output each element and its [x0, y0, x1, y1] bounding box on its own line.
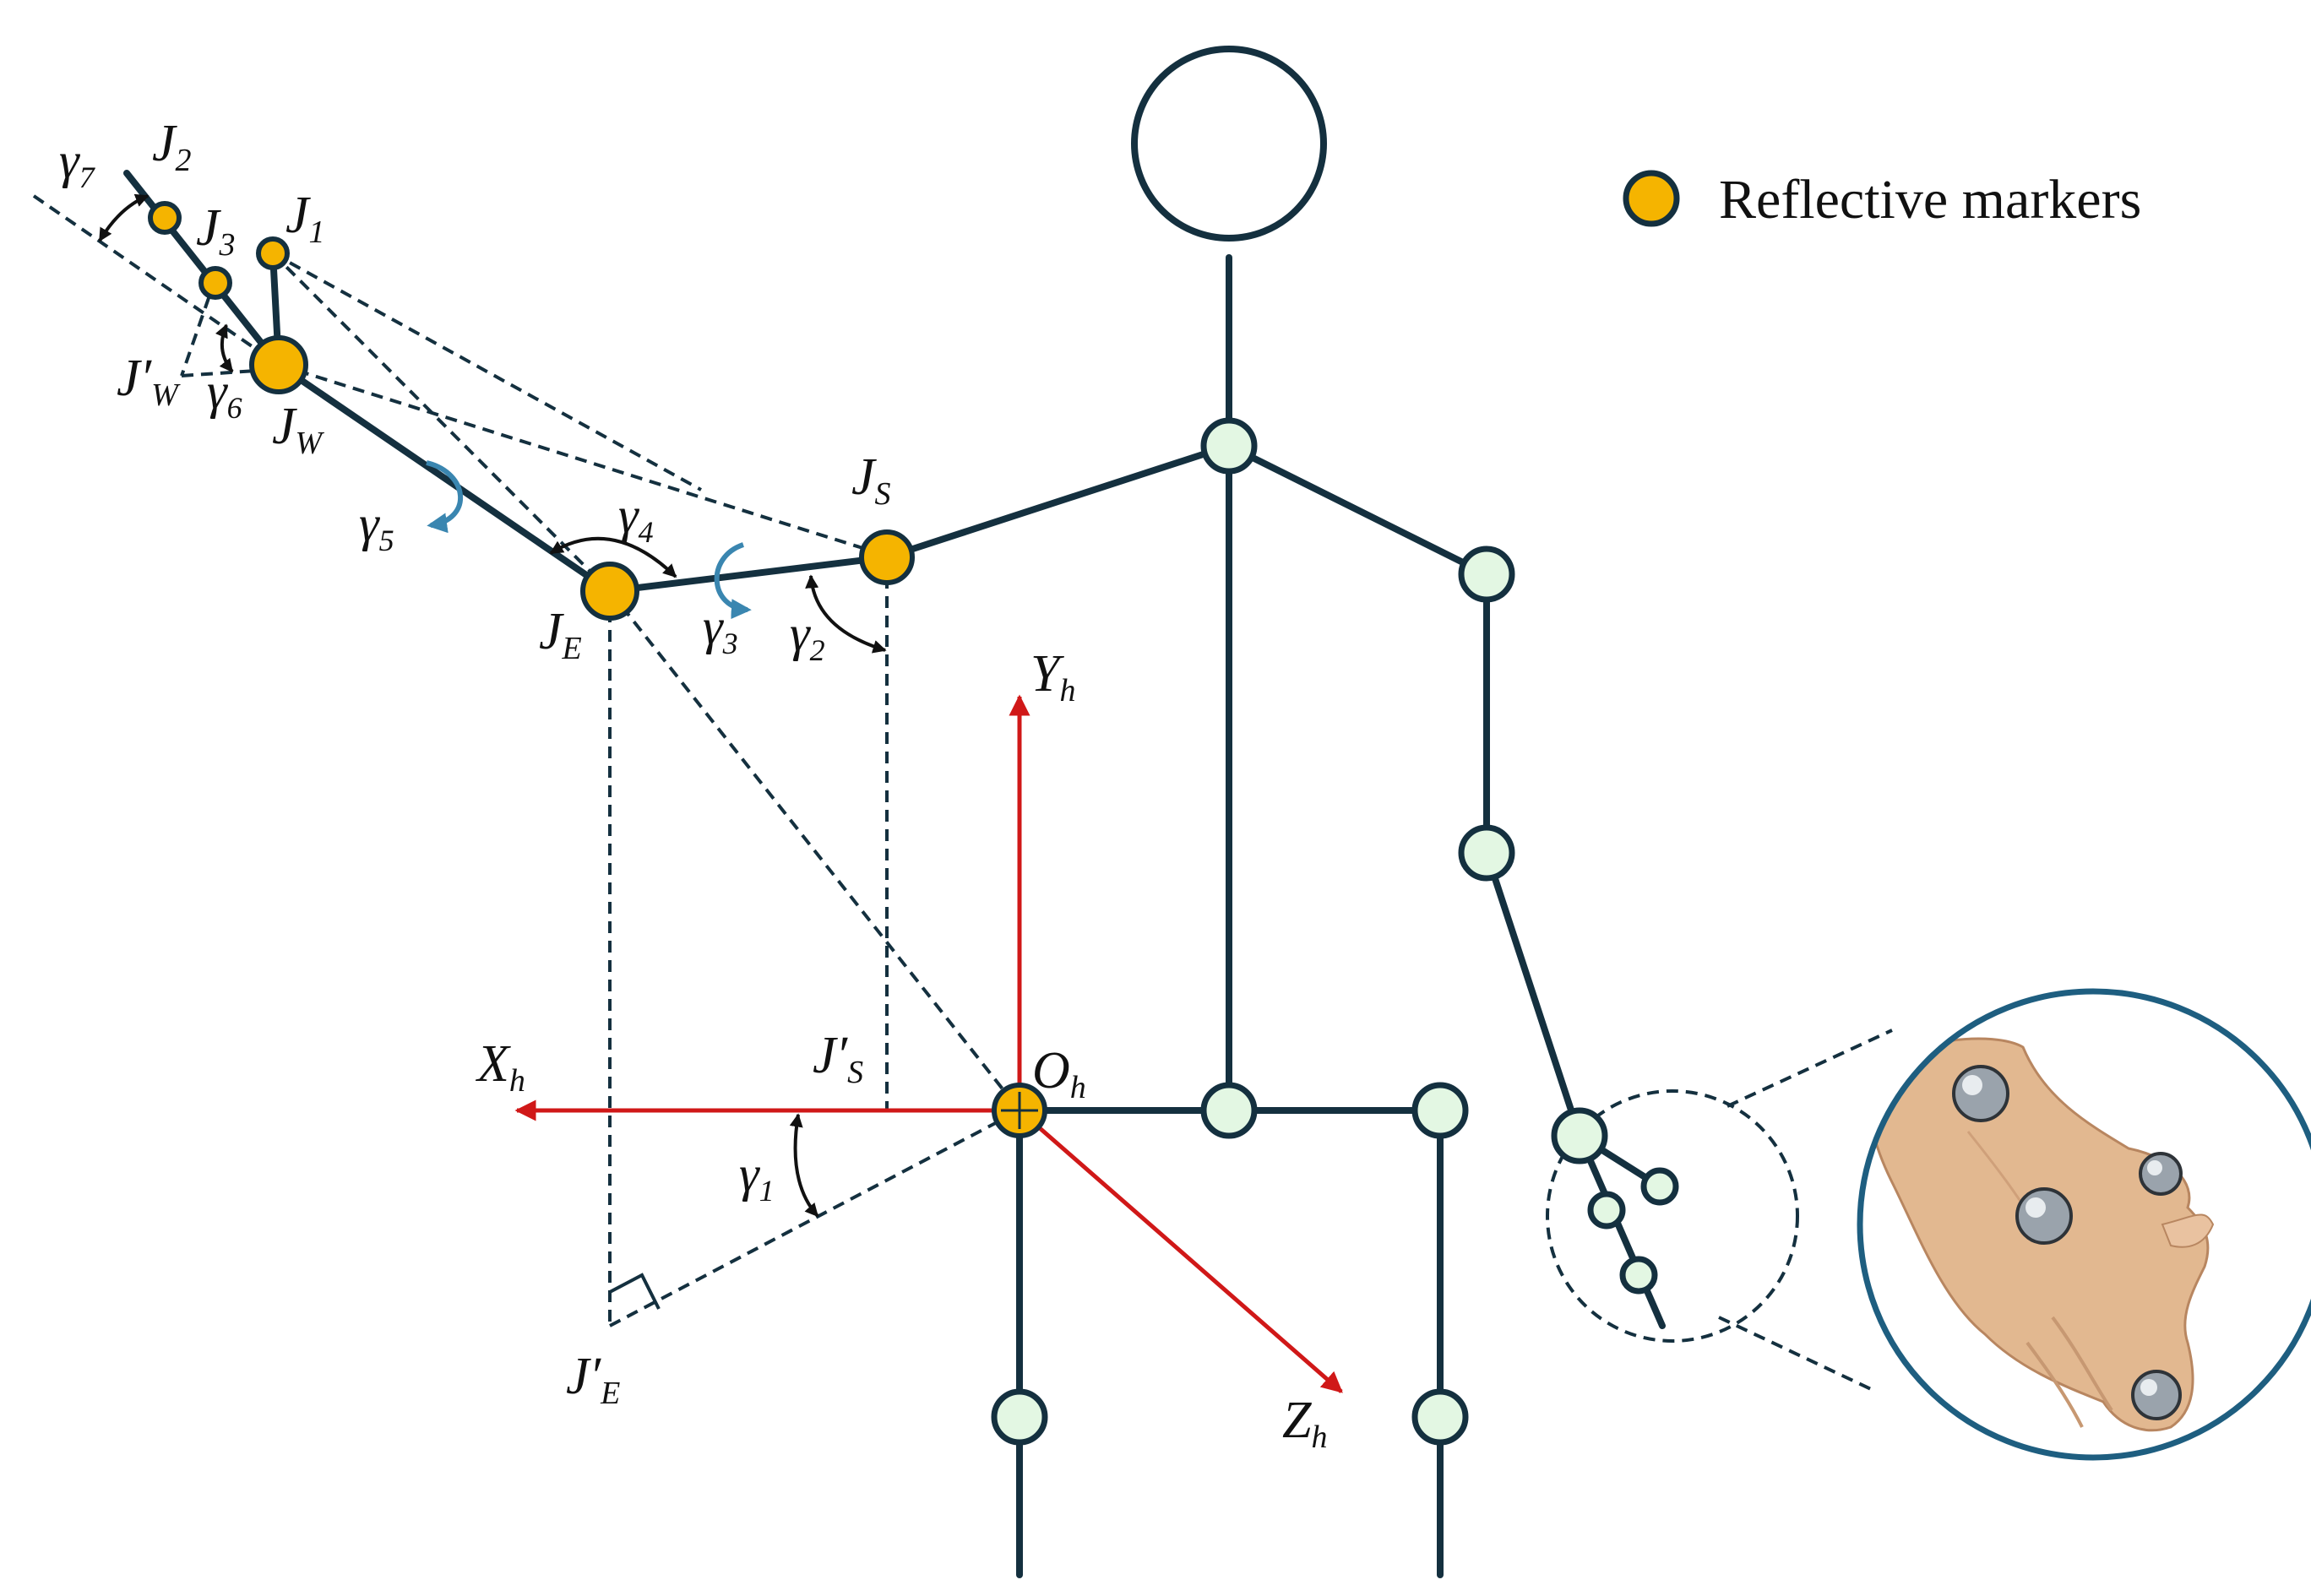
gamma3-rotation-arrow	[714, 542, 752, 620]
label-gamma6: γ6	[207, 363, 242, 425]
label-oh: Oh	[1032, 1042, 1086, 1105]
origin-cross	[1001, 1092, 1038, 1129]
label-j1: J1	[285, 187, 325, 250]
hand-marker-finger-highlight	[2140, 1379, 2157, 1396]
label-js: JS	[851, 448, 891, 512]
hand-marker-center	[2015, 1187, 2073, 1245]
reflective-markers	[148, 201, 1047, 1138]
zoom-connector-bottom	[1718, 1316, 1872, 1391]
left-clavicle-segment	[884, 442, 1232, 561]
label-gamma2: γ2	[790, 605, 825, 667]
hand-to-j2-segment	[123, 170, 282, 368]
head-circle	[1131, 46, 1327, 242]
j1-to-shoulder-line	[272, 252, 702, 491]
pelvis-center-joint	[1200, 1082, 1258, 1139]
zoom-source-circle	[1546, 1089, 1799, 1343]
left-knee-joint	[991, 1388, 1048, 1446]
label-je: JE	[539, 603, 582, 666]
hand-marker-center-highlight	[2026, 1197, 2046, 1218]
label-yh: Yh	[1030, 645, 1075, 708]
marker-j1	[256, 236, 290, 270]
legend-label: Reflective markers	[1719, 169, 2141, 231]
finger-crease-2	[2026, 1341, 2084, 1428]
hand-marker-pinky	[2139, 1152, 2183, 1196]
label-gamma1: γ1	[739, 1146, 775, 1208]
left-forearm-segment	[275, 361, 613, 594]
right-knee-joint	[1411, 1388, 1469, 1446]
label-gamma5: γ5	[359, 496, 394, 557]
right-elbow-joint	[1458, 824, 1515, 882]
right-clavicle-segment	[1226, 442, 1490, 578]
gamma6-arc	[215, 323, 234, 373]
hand-inset-border	[1857, 988, 2311, 1461]
zoom-connector-top	[1726, 1029, 1893, 1108]
angle-arcs	[98, 193, 887, 1218]
right-hip-joint	[1411, 1082, 1469, 1139]
gamma5-rotation-arrow	[426, 460, 464, 534]
rotation-arrows	[426, 460, 752, 620]
label-gamma3: γ3	[703, 599, 738, 660]
skeleton-joints	[991, 417, 1679, 1446]
marker-js	[859, 529, 915, 585]
hand-inset	[1857, 988, 2311, 1461]
z-axis-arrow	[1018, 1109, 1343, 1393]
label-jw: JW	[272, 398, 325, 461]
marker-je	[580, 562, 639, 621]
right-angle-mark	[609, 1273, 661, 1310]
left-upper-arm-segment	[606, 554, 890, 594]
j1-to-elbow-line	[271, 252, 612, 593]
coordinate-axes	[514, 694, 1343, 1393]
j3-vertical-dash	[180, 278, 217, 377]
gamma7-arc	[98, 193, 150, 242]
label-j3: J3	[196, 199, 236, 263]
gamma4-arc	[549, 536, 677, 578]
label-jw-prime: J′W	[117, 350, 181, 413]
marker-jw	[249, 335, 308, 394]
point-labels: J2 J1 J3 J′W JW JS JE J′S J′E Oh Xh Yh Z…	[117, 115, 1327, 1455]
angle-labels: γ1 γ2 γ3 γ4 γ5 γ6 γ7	[59, 133, 825, 1208]
marker-j2	[148, 201, 182, 235]
elbow-projection-line	[609, 1109, 1020, 1327]
hand-marker-finger	[2131, 1370, 2182, 1420]
gamma2-arc	[805, 574, 887, 654]
label-js-prime: J′S	[813, 1027, 863, 1090]
construction-lines	[32, 194, 1893, 1391]
label-gamma4: γ4	[618, 487, 654, 549]
hand-marker-wrist	[1952, 1065, 2009, 1122]
wrist-to-shoulder-line	[278, 363, 888, 557]
finger-crease-1	[2051, 1316, 2113, 1412]
label-xh: Xh	[475, 1035, 525, 1099]
legend-marker-icon	[1623, 170, 1680, 227]
right-finger-joint-1	[1640, 1167, 1679, 1206]
neck-joint	[1200, 417, 1258, 475]
right-finger-joint-3	[1619, 1256, 1658, 1295]
gamma1-arc	[789, 1113, 819, 1218]
label-zh: Zh	[1282, 1392, 1327, 1455]
body-skeleton	[123, 170, 1666, 1578]
pinky-finger	[2161, 1213, 2215, 1248]
right-finger-joint-2	[1587, 1191, 1626, 1230]
label-gamma7: γ7	[59, 133, 96, 194]
hand-marker-pinky-highlight	[2147, 1160, 2162, 1175]
right-hand-finger-b	[1576, 1132, 1666, 1329]
hand-marker-wrist-highlight	[1962, 1075, 1982, 1095]
j2-reference-line	[32, 194, 280, 366]
right-shoulder-joint	[1458, 546, 1515, 603]
marker-j3	[198, 266, 232, 300]
right-wrist-joint	[1551, 1107, 1608, 1164]
elbow-to-origin-line	[608, 589, 1021, 1112]
right-forearm-segment	[1483, 850, 1583, 1139]
label-je-prime: J′E	[566, 1348, 620, 1411]
hand-sensor-markers	[1952, 1065, 2183, 1420]
label-j2: J2	[152, 115, 192, 178]
